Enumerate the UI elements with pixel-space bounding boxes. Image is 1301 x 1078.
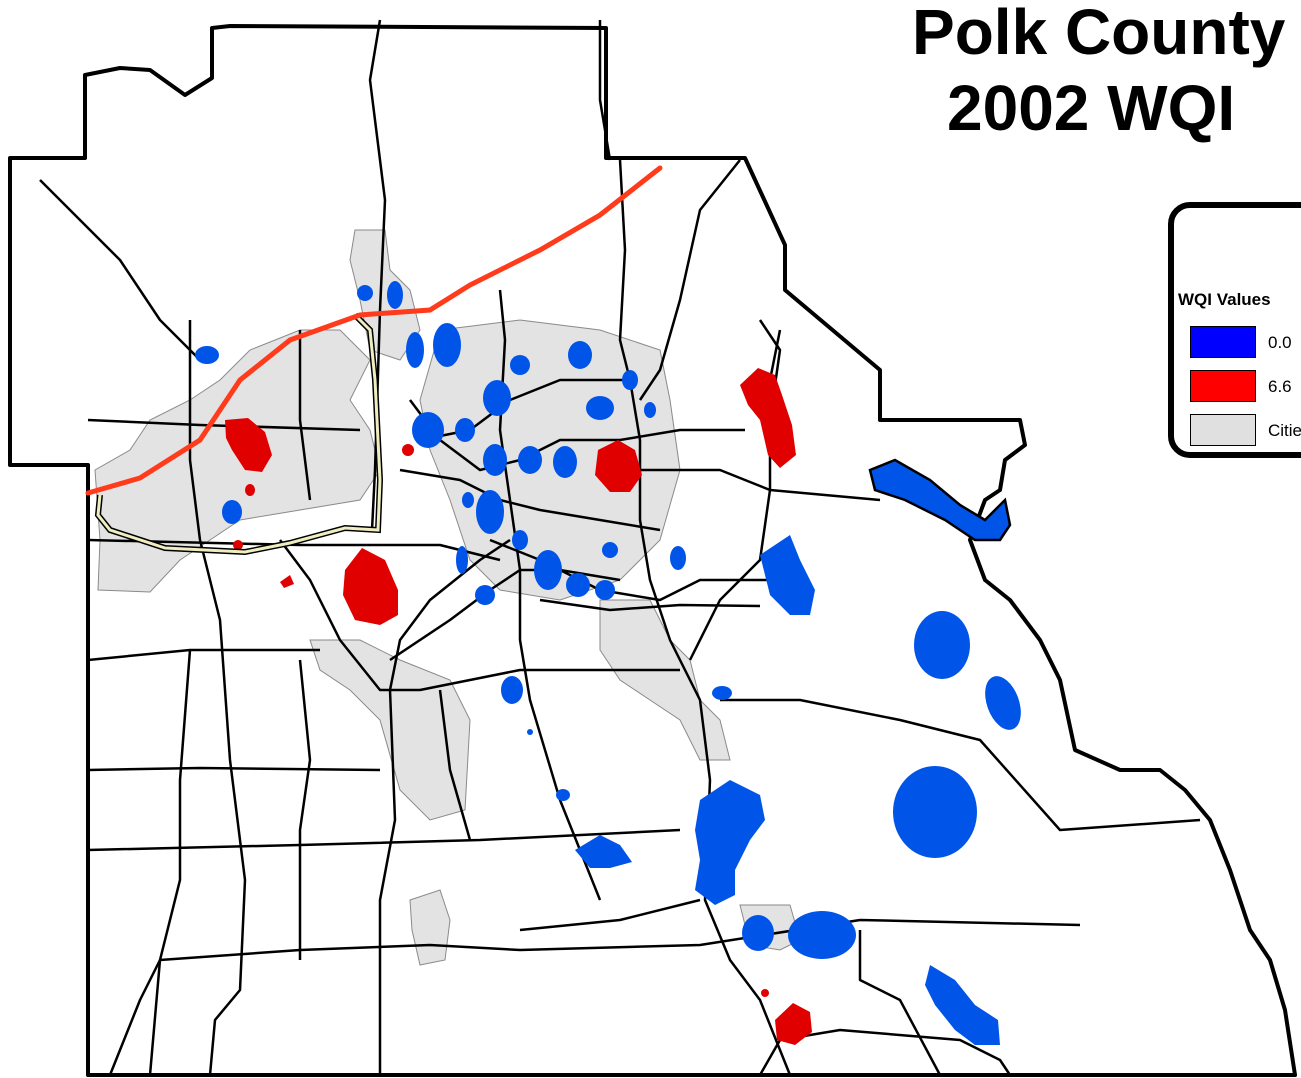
interstate-4 <box>85 165 663 496</box>
lake <box>501 676 523 704</box>
legend-label-good: 0.0 <box>1268 333 1292 352</box>
lake <box>602 542 618 558</box>
lake <box>512 530 528 550</box>
legend-heading: WQI Values <box>1178 290 1271 309</box>
lake <box>644 402 656 418</box>
lake <box>387 281 403 309</box>
lake <box>742 915 774 951</box>
lake-south-poor <box>775 1003 812 1045</box>
lake <box>518 446 542 474</box>
lakes-poor-quality <box>225 368 812 1045</box>
swatch-city-icon <box>1190 414 1256 446</box>
lake <box>575 835 632 868</box>
lake-hancock <box>343 548 398 625</box>
lake <box>566 573 590 597</box>
lake <box>985 676 1021 730</box>
road-network <box>39 19 1201 1076</box>
lake <box>455 418 475 442</box>
lake-haines <box>595 440 642 492</box>
lake-south <box>925 965 1000 1045</box>
lake <box>622 370 638 390</box>
lake <box>527 729 533 735</box>
lake <box>595 580 615 600</box>
lake-east <box>760 535 815 615</box>
lake <box>483 380 511 416</box>
lake <box>475 585 495 605</box>
lake <box>406 332 424 368</box>
swatch-good-icon <box>1190 326 1256 358</box>
lake-tohopekaliga <box>914 611 970 679</box>
lake <box>568 341 592 369</box>
lake <box>412 412 444 448</box>
legend-label-poor: 6.6 <box>1268 377 1292 396</box>
lake-west-poor <box>280 575 294 588</box>
lake <box>510 355 530 375</box>
lake <box>233 540 243 550</box>
lake-kissimmee <box>868 458 1012 542</box>
lake <box>222 500 242 524</box>
legend: WQI Values 0.0 6.6 Cities <box>1168 202 1301 458</box>
lakes-good-quality <box>195 281 1021 1045</box>
lake <box>553 446 577 478</box>
lake <box>483 444 507 476</box>
city-lakeland <box>94 329 381 593</box>
lake <box>586 396 614 420</box>
lake <box>462 492 474 508</box>
lake <box>456 546 468 574</box>
lake <box>534 550 562 590</box>
lake-east-poor <box>740 368 796 468</box>
lake <box>712 686 732 700</box>
lake <box>761 989 769 997</box>
lake-southeast-chain <box>695 780 765 905</box>
lake <box>402 444 414 456</box>
lake-weohyakapka <box>893 766 977 858</box>
swatch-poor-icon <box>1190 370 1256 402</box>
map-title-line1: Polk County <box>912 0 1286 68</box>
polk-parkway-fill <box>96 313 382 554</box>
city-southwest <box>409 889 451 966</box>
county-boundary <box>8 24 1297 1077</box>
lake <box>670 546 686 570</box>
lake <box>433 323 461 367</box>
map-title-line2: 2002 WQI <box>947 72 1236 144</box>
lake <box>556 789 570 801</box>
lake-parker <box>225 418 272 472</box>
lake <box>788 911 856 959</box>
lake <box>195 346 219 364</box>
lake <box>245 484 255 496</box>
lake <box>476 490 504 534</box>
legend-label-cities: Cities <box>1268 421 1301 440</box>
lake <box>357 285 373 301</box>
